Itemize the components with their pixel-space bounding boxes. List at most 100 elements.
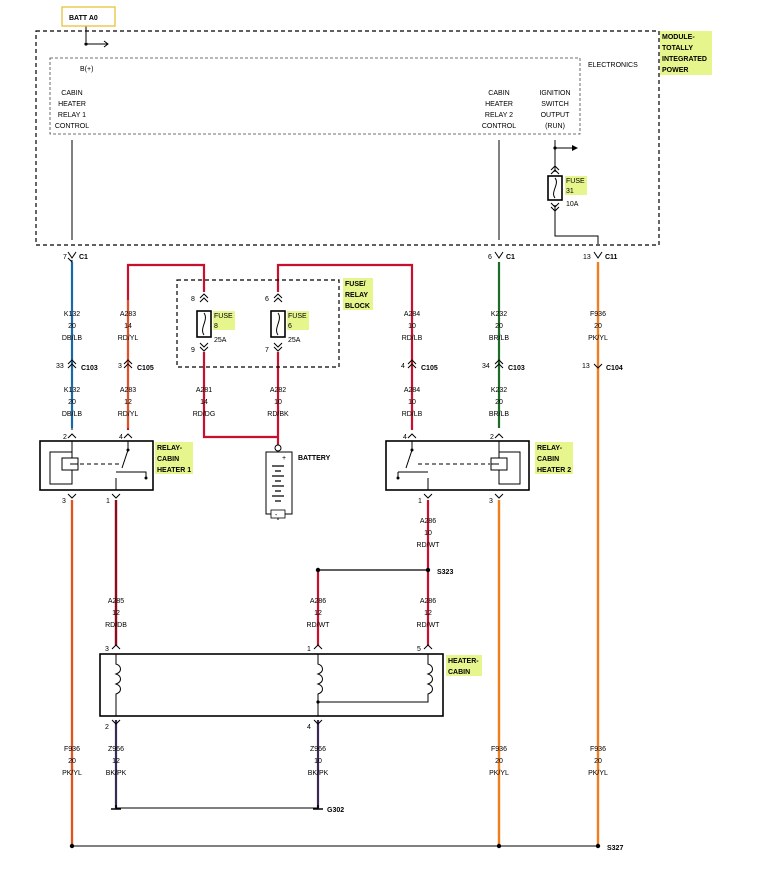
fuse8-label: FUSE xyxy=(214,313,233,320)
f936-m-1: F936 xyxy=(491,746,507,753)
f936-l-2: 20 xyxy=(68,758,76,765)
s323-dot-right xyxy=(425,567,431,573)
heater-input-labels: A285 12 RD/DB A286 12 RD/WT A286 12 RD/W… xyxy=(105,598,440,629)
c103-left-name: C103 xyxy=(81,365,98,372)
c1-left-pin: 7 xyxy=(63,254,67,261)
electronics-outline xyxy=(49,57,581,135)
s327-dot-3 xyxy=(595,843,601,849)
c104-pin: 13 xyxy=(582,363,590,370)
c1-right-name: C1 xyxy=(506,254,515,261)
a281-2: 14 xyxy=(200,399,208,406)
heater-title-bg xyxy=(446,655,482,676)
f936-r-2: 20 xyxy=(594,758,602,765)
c103-left-pin: 33 xyxy=(56,363,64,370)
k232-mid-2: 20 xyxy=(495,399,503,406)
wire-a282 xyxy=(276,263,414,430)
heater-pin4: 4 xyxy=(307,724,311,731)
c103-left-icon xyxy=(67,359,77,369)
c104-icon xyxy=(593,363,603,369)
fuse31-top-chevron xyxy=(550,165,560,175)
f936-m-3: PK/YL xyxy=(489,770,509,777)
fuse6-rating: 25A xyxy=(288,337,301,344)
heater-pin5: 5 xyxy=(417,646,421,653)
heater-junction xyxy=(316,700,320,704)
c105-right-pin: 4 xyxy=(401,363,405,370)
relay1-out-right-chevron xyxy=(111,493,121,499)
c11-icon xyxy=(593,251,603,259)
f936-l-3: PK/YL xyxy=(62,770,82,777)
heater-bottom-chevrons xyxy=(111,719,323,725)
a284-mid-3: RD/LB xyxy=(402,411,423,418)
heater-box xyxy=(99,653,444,717)
a286-top-labels: A286 10 RD/WT xyxy=(417,518,441,549)
a283-mid-2: 12 xyxy=(124,399,132,406)
batt-arrow-icon xyxy=(86,40,109,48)
relay2-switch-chevron xyxy=(407,433,417,439)
c1-left-icon xyxy=(67,251,77,263)
a286-right-3: RD/WT xyxy=(417,622,441,629)
s327-dot-1 xyxy=(69,843,75,849)
connectors-row-2: 33 C103 3 C105 4 C105 34 C103 13 C104 xyxy=(56,359,623,372)
c1-right-icon xyxy=(494,251,504,259)
batt-a0: BATT A0 xyxy=(61,6,116,48)
f936-top-2: 20 xyxy=(594,323,602,330)
z966-10-2: 10 xyxy=(314,758,322,765)
batt-label: BATT A0 xyxy=(69,15,98,22)
fuse31-bottom-chevron xyxy=(550,202,560,212)
f936-r-3: PK/YL xyxy=(588,770,608,777)
relay1-control-2: HEATER xyxy=(58,101,86,108)
module-title-4: POWER xyxy=(662,67,688,74)
a285-1: A285 xyxy=(108,598,124,605)
ground-icon-left xyxy=(111,805,121,810)
ignition-1: IGNITION xyxy=(539,90,570,97)
fuse31-rating: 10A xyxy=(566,201,579,208)
relay2-title-2: CABIN xyxy=(537,456,559,463)
relay-cabin-heater-2: 4 2 RELAY- CABIN HEATER 2 1 3 xyxy=(385,433,573,505)
relay2-pin-out-left: 1 xyxy=(418,498,422,505)
f936-r-1: F936 xyxy=(590,746,606,753)
a281-3: RD/DG xyxy=(193,411,216,418)
relay2-title-bg xyxy=(535,442,573,474)
relay2-contact-b xyxy=(396,476,400,480)
a286-right-2: 12 xyxy=(424,610,432,617)
relay2-title-3: HEATER 2 xyxy=(537,467,571,474)
heater-coil-1-icon xyxy=(114,654,121,716)
relay1-coil-chevron xyxy=(67,433,77,439)
relay1-coil-wire xyxy=(49,441,78,485)
heater-pin2: 2 xyxy=(105,724,109,731)
a286-left-3: RD/WT xyxy=(307,622,331,629)
relay1-pin-coil: 2 xyxy=(63,434,67,441)
f936-top-1: F936 xyxy=(590,311,606,318)
a286-top-3: RD/WT xyxy=(417,542,441,549)
fuse8-rating: 25A xyxy=(214,337,227,344)
a282-2: 10 xyxy=(274,399,282,406)
c1-left-name: C1 xyxy=(79,254,88,261)
relay1-out-left-chevron xyxy=(67,493,77,499)
relay-cabin-heater-1: 2 4 RELAY- CABIN HEATER 1 3 1 xyxy=(39,433,193,505)
ign-junction xyxy=(553,146,557,150)
fuse8-bottom-chevron xyxy=(199,342,209,352)
module-title-bg xyxy=(660,31,712,75)
g302-label: G302 xyxy=(327,807,344,814)
fuse-block-title-bg xyxy=(343,278,373,310)
k132-top-1: K132 xyxy=(64,311,80,318)
battery: + - BATTERY xyxy=(265,444,331,520)
fuse8-element xyxy=(202,312,206,336)
heater-title-2: CABIN xyxy=(448,669,470,676)
c11-name: C11 xyxy=(605,254,618,261)
fuse31-element xyxy=(553,177,557,199)
relay2-switch-icon xyxy=(397,441,429,490)
relay2-out-right-chevron xyxy=(494,493,504,499)
relay1-control-4: CONTROL xyxy=(55,123,89,130)
f936-l-1: F936 xyxy=(64,746,80,753)
s323-dot-left xyxy=(315,567,321,573)
module-outline xyxy=(35,30,660,246)
battery-cells-icon xyxy=(272,465,284,502)
a286-top-1: A286 xyxy=(420,518,436,525)
fuse31-number: 31 xyxy=(566,188,574,195)
fuse6-pin-top: 6 xyxy=(265,296,269,303)
z966-10-1: Z966 xyxy=(310,746,326,753)
relay2-contact-a xyxy=(410,448,414,452)
k232-mid-1: K232 xyxy=(491,387,507,394)
c105-left-icon xyxy=(123,359,133,369)
